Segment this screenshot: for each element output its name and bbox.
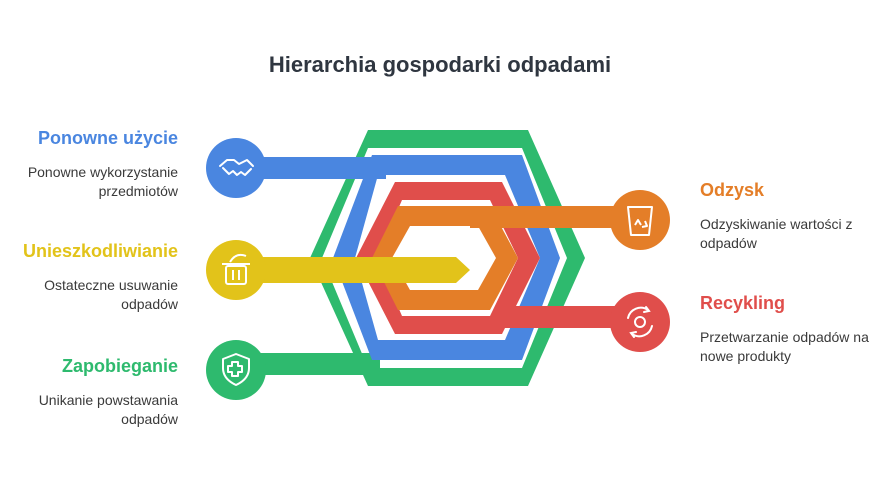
shield-plus-icon bbox=[222, 353, 250, 386]
reuse-band bbox=[236, 155, 560, 360]
recovery-band bbox=[372, 206, 640, 310]
reuse-node bbox=[206, 138, 266, 198]
recovery-label: Odzysk Odzyskiwanie wartości z odpadów bbox=[700, 180, 880, 253]
disposal-arrow bbox=[236, 257, 470, 283]
recycling-band bbox=[356, 182, 640, 334]
disposal-description: Ostateczne usuwanie odpadów bbox=[44, 277, 178, 312]
prevention-connector bbox=[240, 353, 380, 375]
recovery-connector bbox=[470, 206, 640, 228]
recycling-connector bbox=[500, 306, 640, 328]
reuse-title: Ponowne użycie bbox=[37, 128, 178, 148]
handshake-icon bbox=[219, 159, 254, 176]
recovery-hexagon bbox=[372, 206, 518, 310]
diagram-title: Hierarchia gospodarki odpadami bbox=[268, 52, 612, 77]
recovery-description: Odzyskiwanie wartości z odpadów bbox=[700, 216, 853, 251]
prevention-node bbox=[206, 340, 266, 400]
prevention-label: Zapobieganie Unikanie powstawania odpadó… bbox=[0, 356, 178, 429]
disposal-node bbox=[206, 240, 266, 300]
recovery-title: Odzysk bbox=[700, 180, 765, 200]
prevention-title: Zapobieganie bbox=[61, 356, 178, 376]
disposal-band bbox=[236, 257, 470, 283]
recycling-description: Przetwarzanie odpadów na nowe produkty bbox=[700, 329, 869, 364]
reuse-description: Ponowne wykorzystanie przedmiotów bbox=[27, 164, 178, 199]
recycling-node bbox=[610, 292, 670, 352]
reuse-label: Ponowne użycie Ponowne wykorzystanie prz… bbox=[0, 128, 178, 201]
disposal-label: Unieszkodliwianie Ostateczne usuwanie od… bbox=[0, 241, 178, 314]
recycle-bin-icon bbox=[627, 206, 653, 236]
prevention-description: Unikanie powstawania odpadów bbox=[38, 392, 178, 427]
recovery-node bbox=[610, 190, 670, 250]
reuse-connector bbox=[236, 157, 386, 179]
recycle-gear-icon bbox=[627, 306, 653, 338]
recycling-title: Recykling bbox=[700, 293, 786, 313]
recycling-label: Recykling Przetwarzanie odpadów na nowe … bbox=[700, 293, 880, 366]
disposal-title: Unieszkodliwianie bbox=[22, 241, 178, 261]
trash-bin-icon bbox=[222, 253, 250, 285]
prevention-band bbox=[240, 130, 585, 386]
